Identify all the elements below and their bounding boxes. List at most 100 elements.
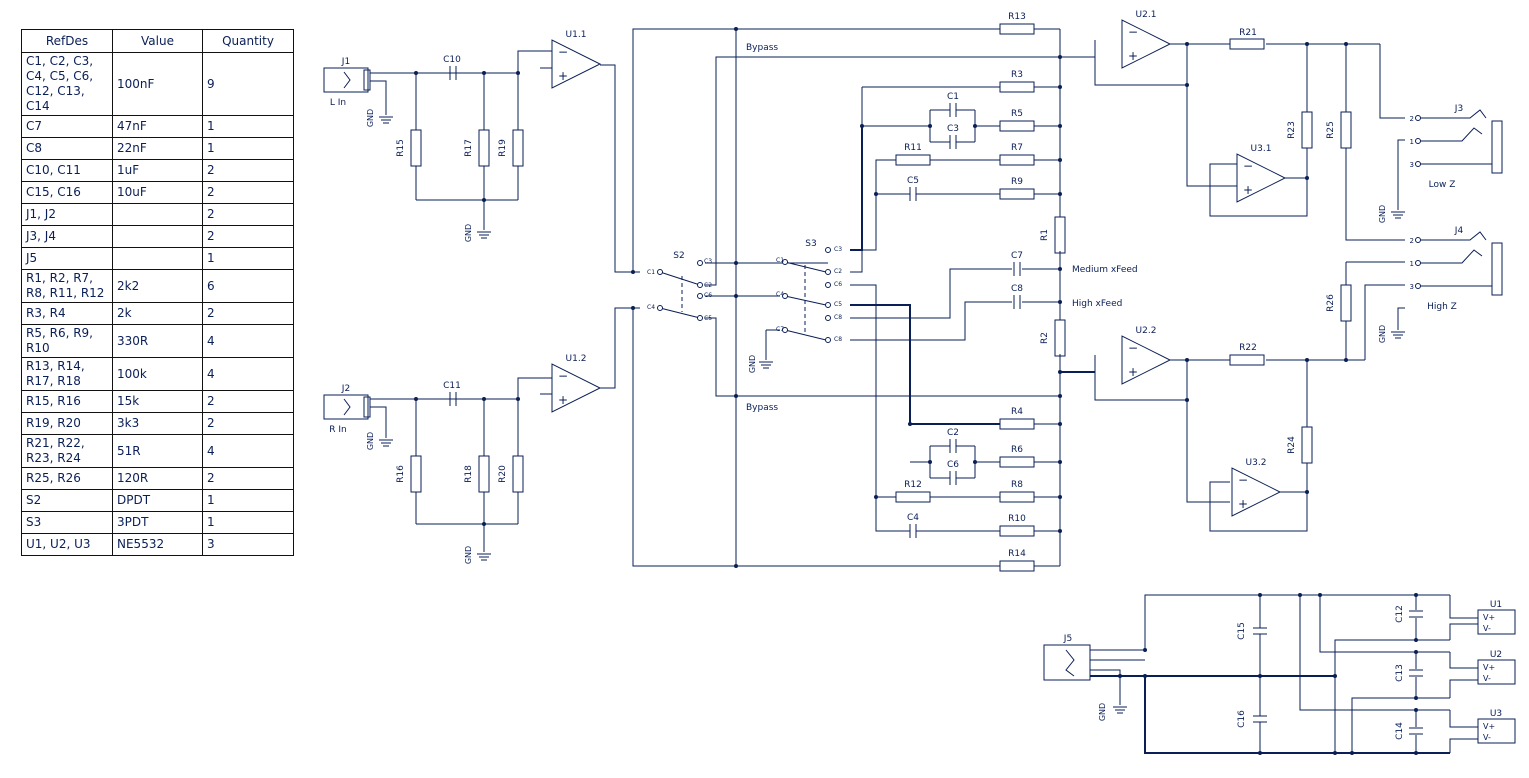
switch-contact — [825, 269, 831, 275]
bom-cell-value: 3PDT — [112, 511, 203, 534]
resistor — [895, 154, 931, 166]
jack-label: High Z — [1427, 302, 1457, 312]
ground-label: GND — [464, 546, 473, 564]
junction-dot — [1344, 42, 1348, 46]
jack-label: J5 — [1063, 634, 1072, 644]
junction-dot — [1298, 593, 1302, 597]
switch-contact-label: C1 — [647, 269, 655, 276]
resistor-label: R3 — [1011, 70, 1023, 80]
opamp-terminal: − — [1243, 159, 1253, 173]
junction-dot — [1058, 300, 1062, 304]
opamp-supply-label: U1 — [1490, 600, 1502, 610]
wire — [1094, 40, 1188, 86]
jack-pin — [1415, 138, 1421, 144]
opamp-label: U3.1 — [1251, 144, 1272, 154]
bom-cell-refdes: C1, C2, C3, C4, C5, C6, C12, C13, C14 — [21, 52, 113, 116]
opamp-label: U1.1 — [566, 30, 587, 40]
bom-cell-refdes: C8 — [21, 137, 113, 160]
wire — [1449, 652, 1478, 669]
junction-dot — [973, 124, 977, 128]
bom-cell-refdes: R1, R2, R7, R8, R11, R12 — [21, 269, 113, 303]
opamp — [1231, 467, 1282, 517]
resistor — [999, 525, 1035, 537]
opamp-label: U3.2 — [1246, 458, 1267, 468]
junction-dot — [482, 198, 486, 202]
junction-dot — [1305, 358, 1309, 362]
resistor — [1229, 354, 1265, 366]
resistor — [1054, 216, 1066, 254]
junction-dot — [1185, 398, 1189, 402]
switch-contact-label: C8 — [834, 314, 842, 321]
wire — [370, 406, 387, 438]
bom-cell-refdes: C15, C16 — [21, 181, 113, 204]
resistor — [478, 129, 490, 167]
opamp-supply-block — [1477, 718, 1516, 744]
capacitor-label: C15 — [1237, 622, 1247, 640]
opamp — [1236, 153, 1287, 203]
junction-dot — [1318, 593, 1322, 597]
junction-dot — [1185, 42, 1189, 46]
switch-contact — [657, 305, 663, 311]
resistor-label: R15 — [396, 139, 406, 157]
switch-contact-label: C6 — [704, 292, 712, 299]
switch-contact — [697, 293, 703, 299]
junction-dot — [1258, 593, 1262, 597]
switch-contact-label: C1 — [776, 257, 784, 264]
pin-number: 2 — [1410, 237, 1414, 245]
output-jack — [1420, 109, 1487, 119]
bom-cell-value: 2k2 — [112, 269, 203, 303]
opamp-terminal: − — [558, 369, 568, 383]
capacitor-label: C10 — [443, 55, 461, 65]
jack-label: Low Z — [1429, 180, 1456, 190]
resistor — [1054, 319, 1066, 357]
resistor — [410, 455, 422, 493]
jack-label: J4 — [1454, 226, 1464, 236]
junction-dot — [928, 460, 932, 464]
net-label: Medium xFeed — [1072, 265, 1138, 275]
opamp-label: U2.2 — [1136, 326, 1157, 336]
opamp-terminal: − — [1128, 341, 1138, 355]
bom-cell-value: 100nF — [112, 52, 203, 116]
junction-dot — [1414, 638, 1418, 642]
ground-label: GND — [366, 109, 375, 127]
capacitor-label: C14 — [1395, 722, 1405, 740]
wire — [370, 50, 552, 74]
capacitor-label: C3 — [947, 124, 959, 134]
s3-pole-2 — [784, 295, 827, 306]
bom-cell-refdes: C7 — [21, 115, 113, 138]
opamp-terminal: − — [1238, 473, 1248, 487]
input-jack — [363, 396, 371, 418]
capacitor-label: C13 — [1395, 664, 1405, 682]
wire — [850, 301, 1012, 341]
output-jack — [1420, 127, 1483, 142]
junction-dot — [1058, 394, 1062, 398]
wire — [1299, 595, 1450, 711]
resistor — [478, 455, 490, 493]
resistor-label: R4 — [1011, 407, 1023, 417]
switch-contact — [697, 260, 703, 266]
resistor-label: R1 — [1040, 229, 1050, 241]
resistor — [999, 456, 1035, 468]
junction-dot — [1058, 495, 1062, 499]
junction-dot — [1058, 55, 1062, 59]
junction-dot — [1305, 42, 1309, 46]
ground-label: GND — [748, 355, 757, 373]
junction-dot — [734, 261, 738, 265]
resistor — [999, 23, 1035, 35]
wire — [850, 268, 1012, 319]
switch-contact-label: C5 — [834, 301, 842, 308]
net-label: Bypass — [746, 43, 778, 53]
resistor — [999, 81, 1035, 93]
bom-cell-refdes: C10, C11 — [21, 159, 113, 182]
bom-header-refdes: RefDes — [21, 29, 113, 53]
jack-label: J3 — [1454, 104, 1463, 114]
resistor — [999, 120, 1035, 132]
resistor-label: R6 — [1011, 445, 1023, 455]
bom-cell-quantity: 4 — [202, 324, 294, 358]
s3-pole-3 — [784, 329, 827, 341]
capacitor-label: C16 — [1237, 710, 1247, 728]
